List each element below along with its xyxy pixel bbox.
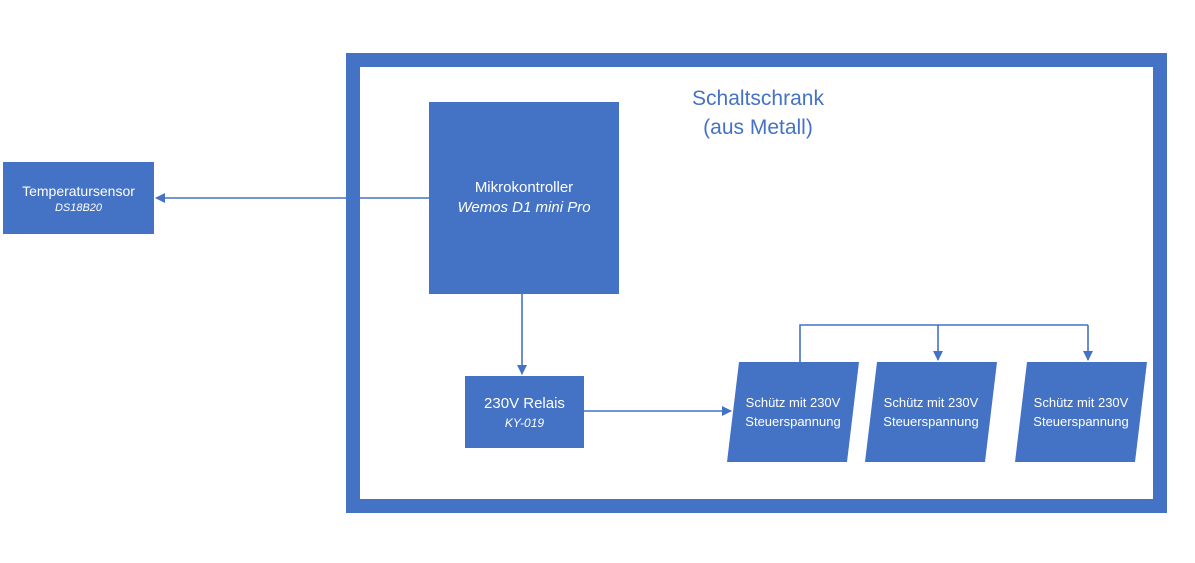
contactor-box-2: Schütz mit 230V Steuerspannung (865, 362, 997, 462)
cabinet-title-line1: Schaltschrank (692, 87, 824, 110)
relay-box: 230V Relais KY-019 (465, 376, 584, 448)
contactor-link-line (799, 324, 1088, 362)
microcontroller-title: Mikrokontroller (474, 179, 574, 196)
contactor-2-line2: Steuerspannung (883, 414, 979, 429)
contactor-1-line2: Steuerspannung (745, 414, 841, 429)
temperature-sensor-model: DS18B20 (54, 201, 103, 214)
contactor-box-1: Schütz mit 230V Steuerspannung (727, 362, 859, 462)
relay-title: 230V Relais (484, 394, 565, 412)
contactor-1-line1: Schütz mit 230V (745, 395, 841, 410)
microcontroller-box: Mikrokontroller Wemos D1 mini Pro (429, 102, 619, 294)
temperature-sensor-box: Temperatursensor DS18B20 (3, 162, 154, 234)
microcontroller-model: Wemos D1 mini Pro (457, 199, 591, 216)
relay-model: KY-019 (504, 415, 545, 430)
temperature-sensor-title: Temperatursensor (22, 182, 135, 199)
contactor-2-line1: Schütz mit 230V (883, 395, 979, 410)
contactor-3-line2: Steuerspannung (1033, 414, 1129, 429)
contactor-box-3: Schütz mit 230V Steuerspannung (1015, 362, 1147, 462)
cabinet-title: Schaltschrank (aus Metall) (640, 84, 876, 142)
cabinet-title-line2: (aus Metall) (703, 116, 813, 139)
contactor-3-line1: Schütz mit 230V (1033, 395, 1129, 410)
